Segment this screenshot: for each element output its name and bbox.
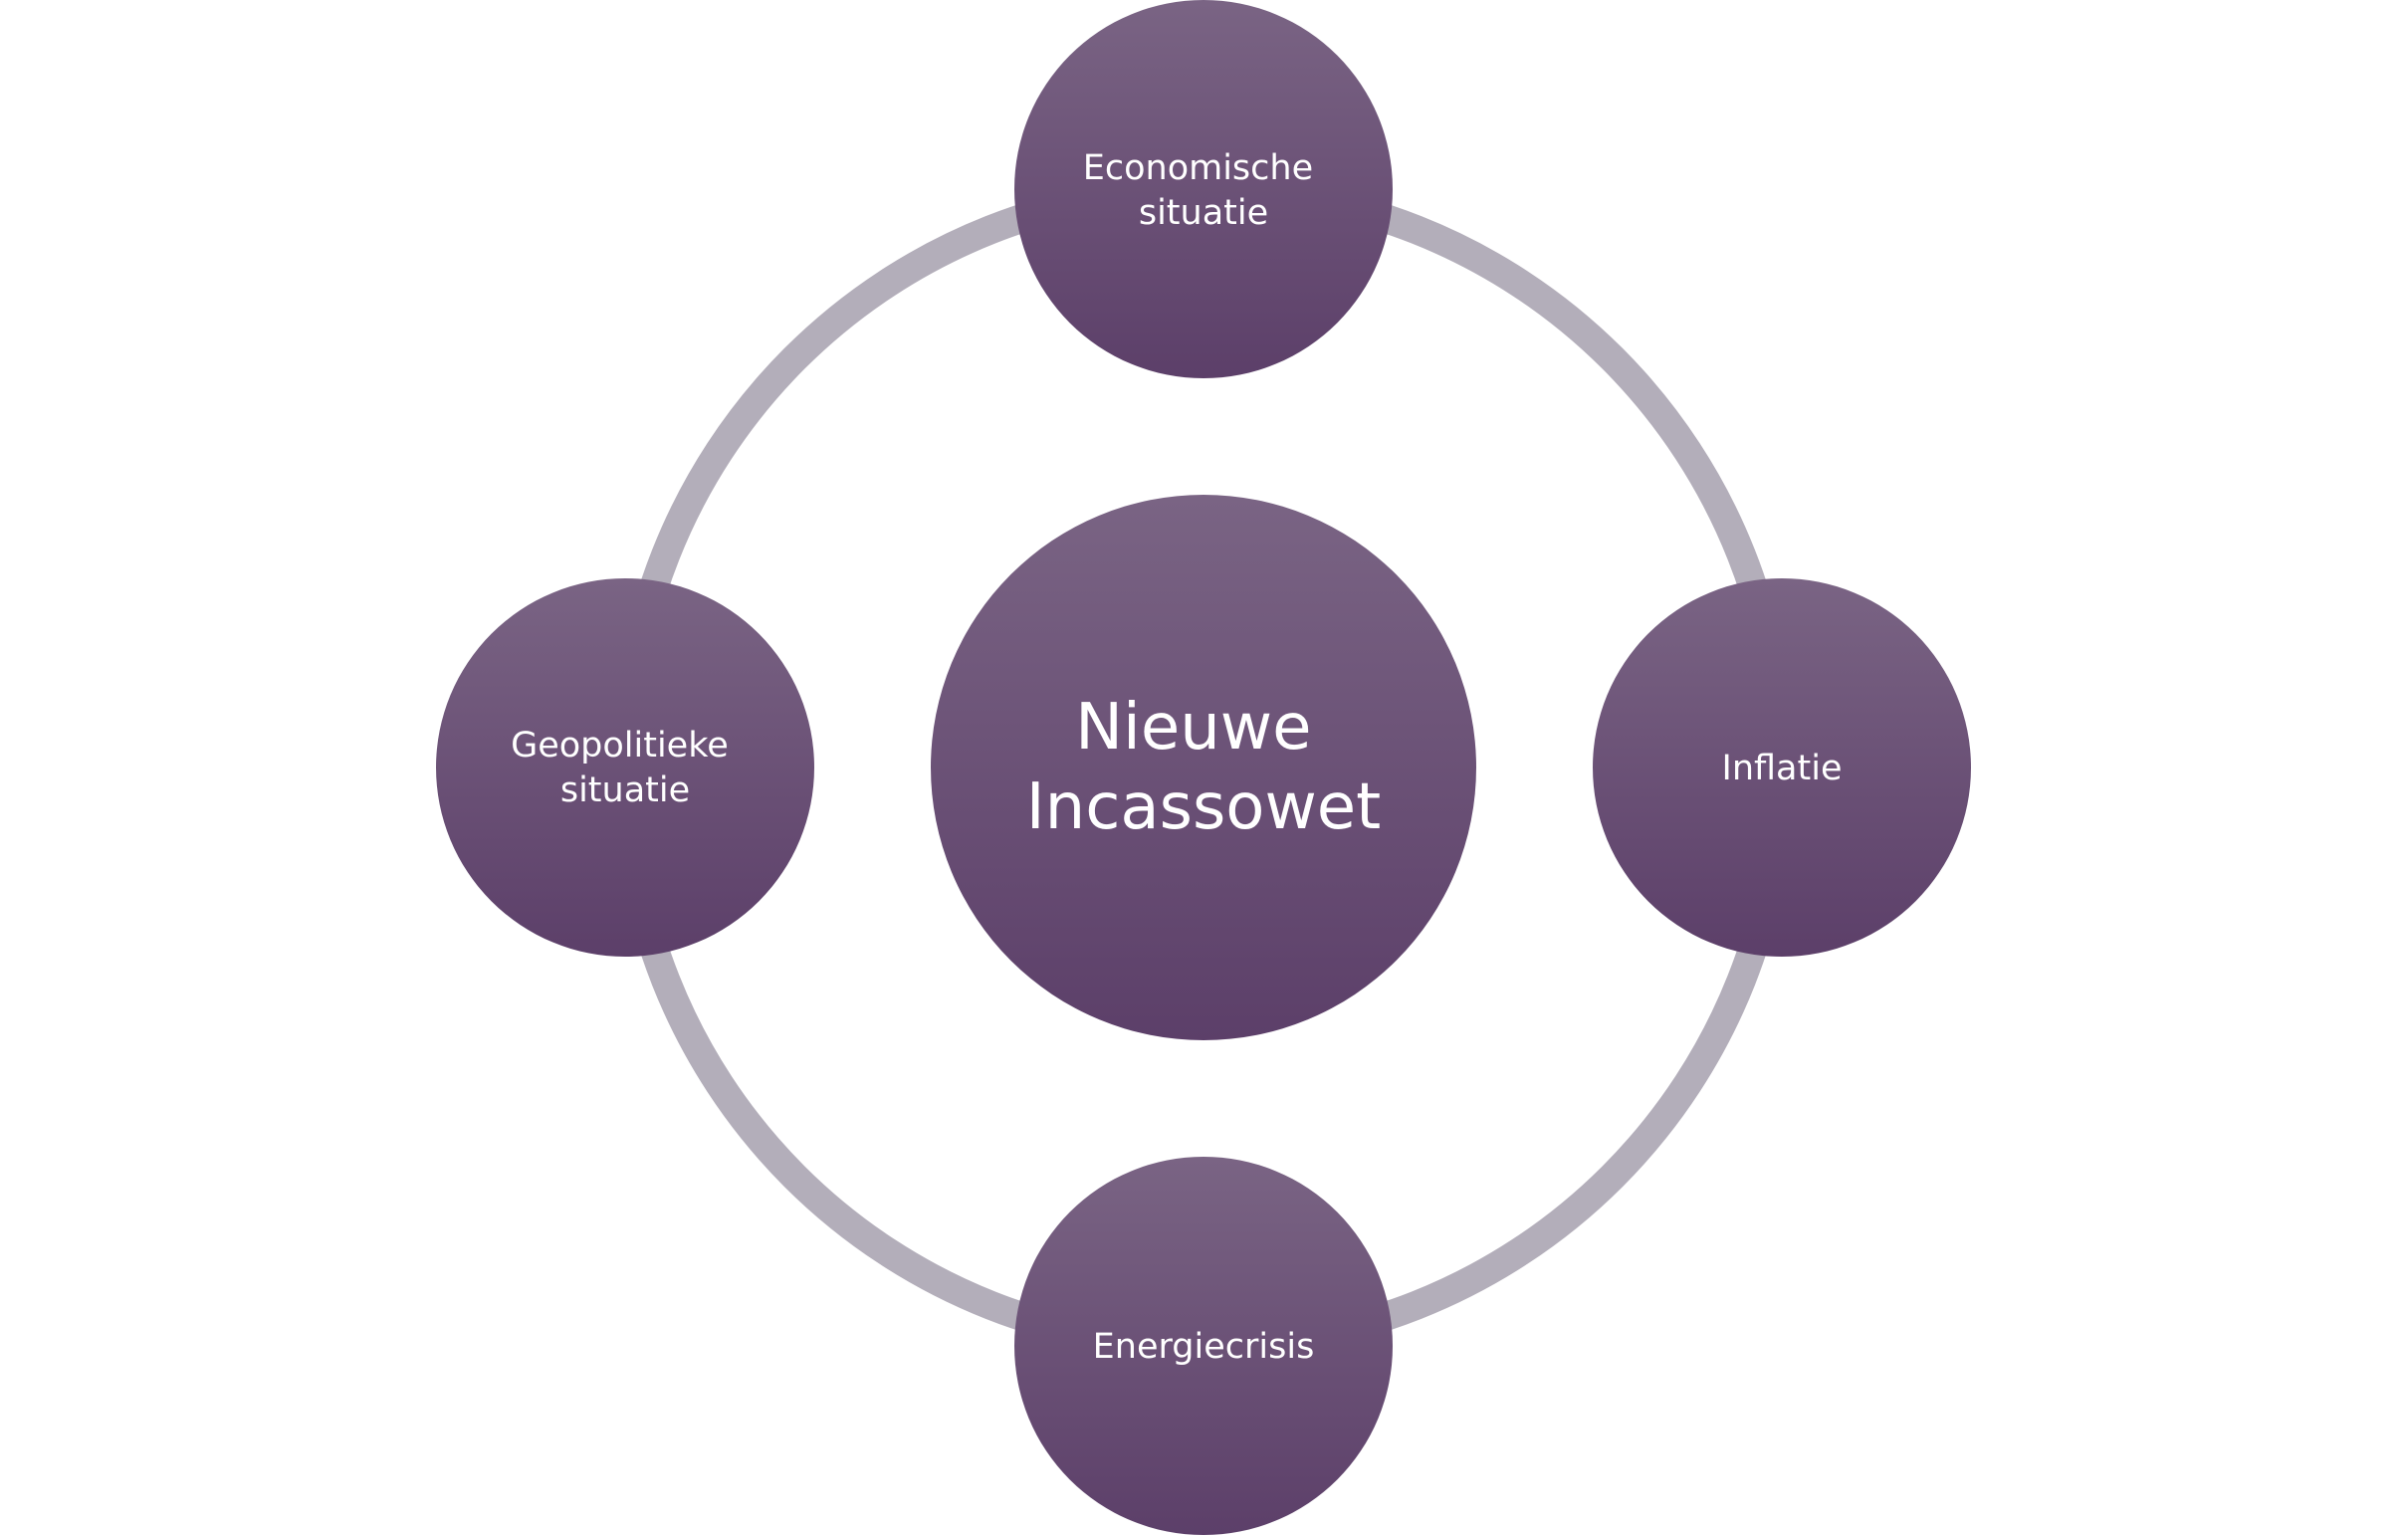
svg-text:Economische situatie: Economische situatie bbox=[1083, 148, 1325, 233]
node-inflatie: Inflatie bbox=[1593, 578, 1971, 957]
svg-text:Geopolitieke situatie: Geopolitieke situatie bbox=[511, 726, 740, 810]
center-node-label-line-2: Incassowet bbox=[1026, 770, 1382, 844]
node-geopolitieke-situatie: Geopolitieke situatie bbox=[436, 578, 814, 957]
node-economische-situatie-label-line-1: Economische bbox=[1083, 148, 1313, 188]
node-energiecrisis-label: Energiecrisis bbox=[1093, 1327, 1315, 1367]
center-node-label-line-1: Nieuwe bbox=[1075, 691, 1311, 765]
node-energiecrisis: Energiecrisis bbox=[1014, 1157, 1393, 1535]
center-node-circle bbox=[931, 495, 1476, 1040]
node-geopolitieke-situatie-label-line-2: situatie bbox=[560, 770, 690, 810]
node-economische-situatie: Economische situatie bbox=[1014, 0, 1393, 378]
node-economische-situatie-label-line-2: situatie bbox=[1139, 193, 1268, 233]
svg-text:Nieuwe Incassowet: Nieuwe Incassowet bbox=[1026, 691, 1382, 844]
svg-text:Inflatie: Inflatie bbox=[1722, 749, 1843, 788]
node-geopolitieke-situatie-label-line-1: Geopolitieke bbox=[511, 726, 729, 766]
node-inflatie-label: Inflatie bbox=[1722, 749, 1843, 788]
center-node: Nieuwe Incassowet bbox=[931, 495, 1476, 1040]
node-geopolitieke-situatie-circle bbox=[436, 578, 814, 957]
node-economische-situatie-circle bbox=[1014, 0, 1393, 378]
node-inflatie-circle bbox=[1593, 578, 1971, 957]
node-energiecrisis-circle bbox=[1014, 1157, 1393, 1535]
svg-text:Energiecrisis: Energiecrisis bbox=[1093, 1327, 1315, 1367]
